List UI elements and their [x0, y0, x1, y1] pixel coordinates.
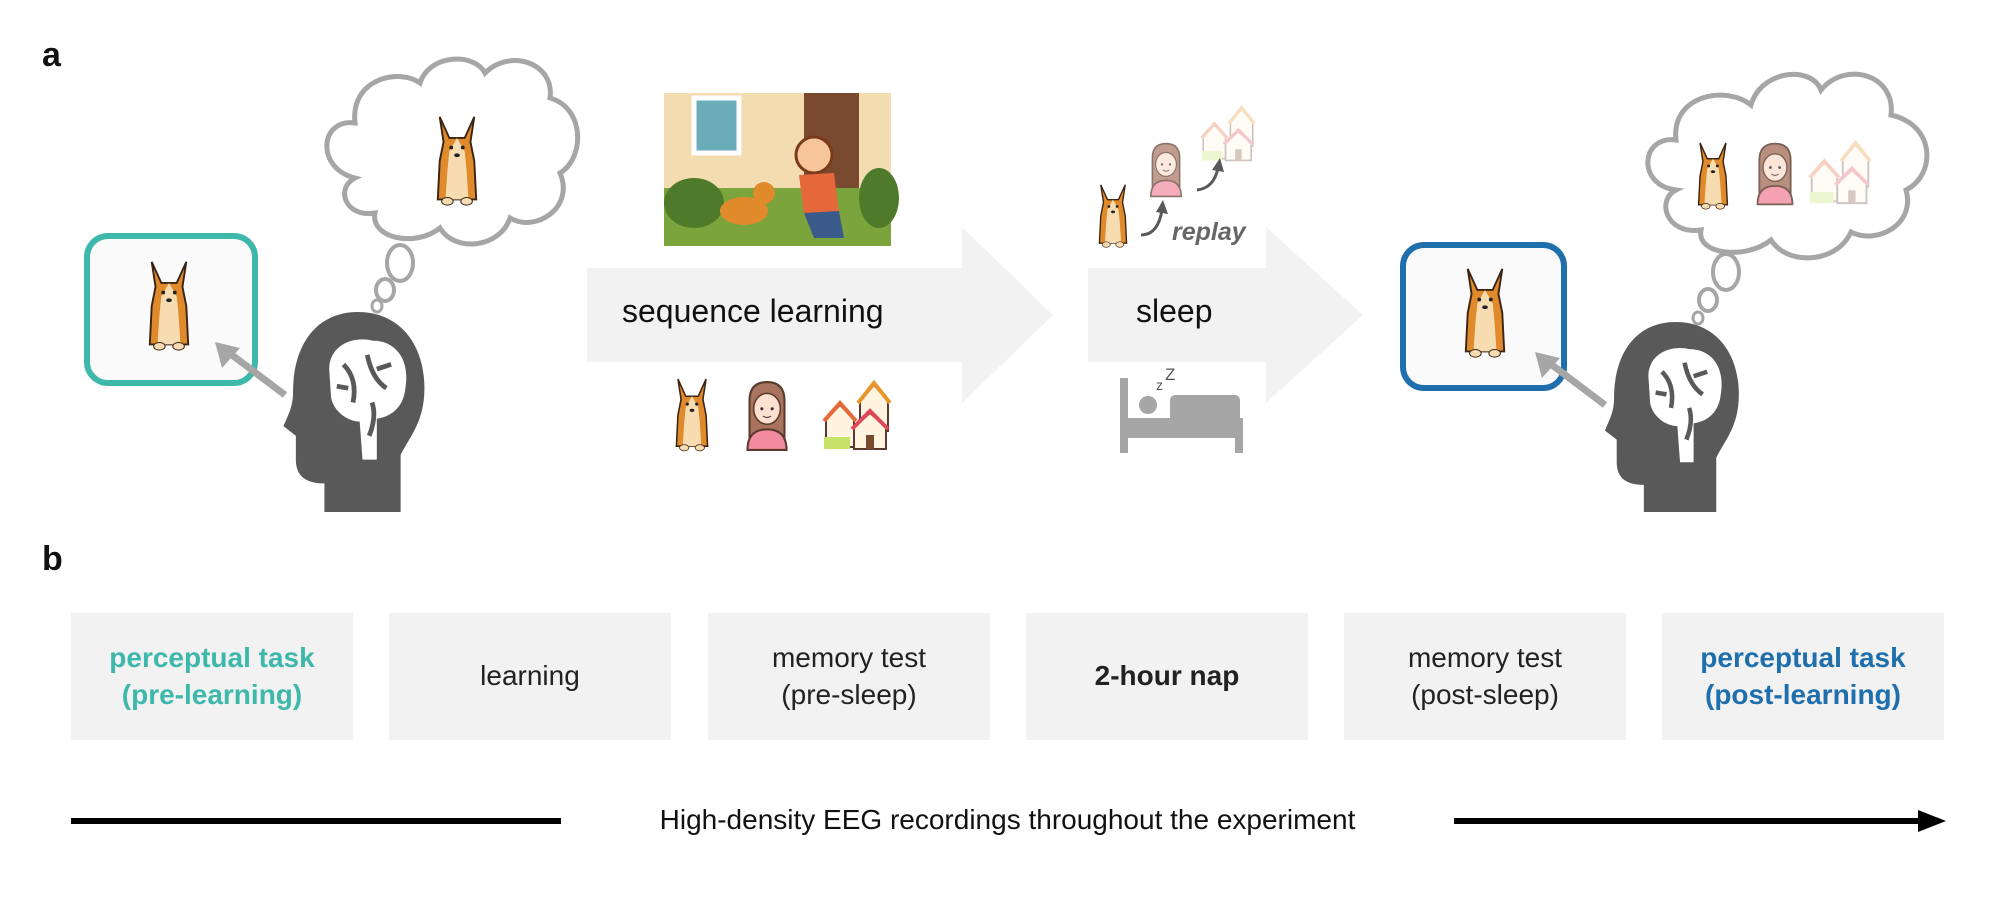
bed-sleep-icon: z Z	[1120, 365, 1243, 453]
panel-b-label: b	[42, 540, 63, 578]
stage-perceptual-post: perceptual task (post-learning)	[1662, 613, 1944, 740]
girl-icon	[741, 380, 793, 452]
corgi-icon	[668, 376, 716, 454]
learning-scene-image	[664, 93, 899, 246]
stage-line1: learning	[480, 660, 580, 692]
stage-memory-pre-sleep: memory test (pre-sleep)	[708, 613, 990, 740]
replay-arrow-icon	[1140, 200, 1168, 237]
corgi-icon	[1092, 182, 1134, 250]
stage-line1: perceptual task	[1700, 642, 1906, 674]
stage-nap: 2-hour nap	[1026, 613, 1308, 740]
brain-head-icon	[1596, 322, 1746, 512]
gaze-arrow-icon	[215, 342, 288, 398]
stage-line1: memory test	[771, 642, 927, 674]
houses-icon	[1808, 138, 1872, 208]
stage-line2: (pre-sleep)	[781, 678, 917, 710]
brain-head-icon	[278, 312, 428, 512]
stage-line2: (post-learning)	[1705, 678, 1901, 710]
replay-label: replay	[1172, 218, 1246, 246]
corgi-icon	[1456, 265, 1514, 361]
girl-icon	[1752, 140, 1798, 208]
stage-line1: 2-hour nap	[1094, 660, 1240, 692]
stage-line2: (pre-learning)	[121, 678, 303, 710]
panel-a-label: a	[42, 36, 61, 74]
replay-arrow-icon	[1196, 158, 1224, 192]
stage-line2: (post-sleep)	[1411, 678, 1559, 710]
timeline-arrow	[1454, 810, 1946, 832]
sequence-learning-arrow	[587, 227, 1053, 403]
sequence-learning-label: sequence learning	[622, 293, 884, 329]
stage-learning: learning	[389, 613, 671, 740]
stage-line1: memory test	[1407, 642, 1563, 674]
svg-text:z: z	[1156, 377, 1163, 393]
sleep-arrow	[1088, 227, 1363, 403]
timeline-line-left	[71, 818, 561, 824]
corgi-icon	[428, 113, 486, 209]
houses-icon	[1200, 105, 1256, 163]
svg-text:Z: Z	[1165, 365, 1175, 384]
girl-icon	[1146, 140, 1186, 200]
stage-memory-post-sleep: memory test (post-sleep)	[1344, 613, 1626, 740]
timeline-label: High-density EEG recordings throughout t…	[659, 804, 1356, 835]
corgi-icon	[140, 258, 198, 354]
houses-icon	[822, 380, 892, 452]
sleep-label: sleep	[1136, 293, 1213, 329]
stage-line1: perceptual task	[109, 642, 315, 674]
corgi-icon	[1690, 140, 1736, 212]
gaze-arrow-icon	[1535, 352, 1608, 408]
stage-perceptual-pre: perceptual task (pre-learning)	[71, 613, 353, 740]
